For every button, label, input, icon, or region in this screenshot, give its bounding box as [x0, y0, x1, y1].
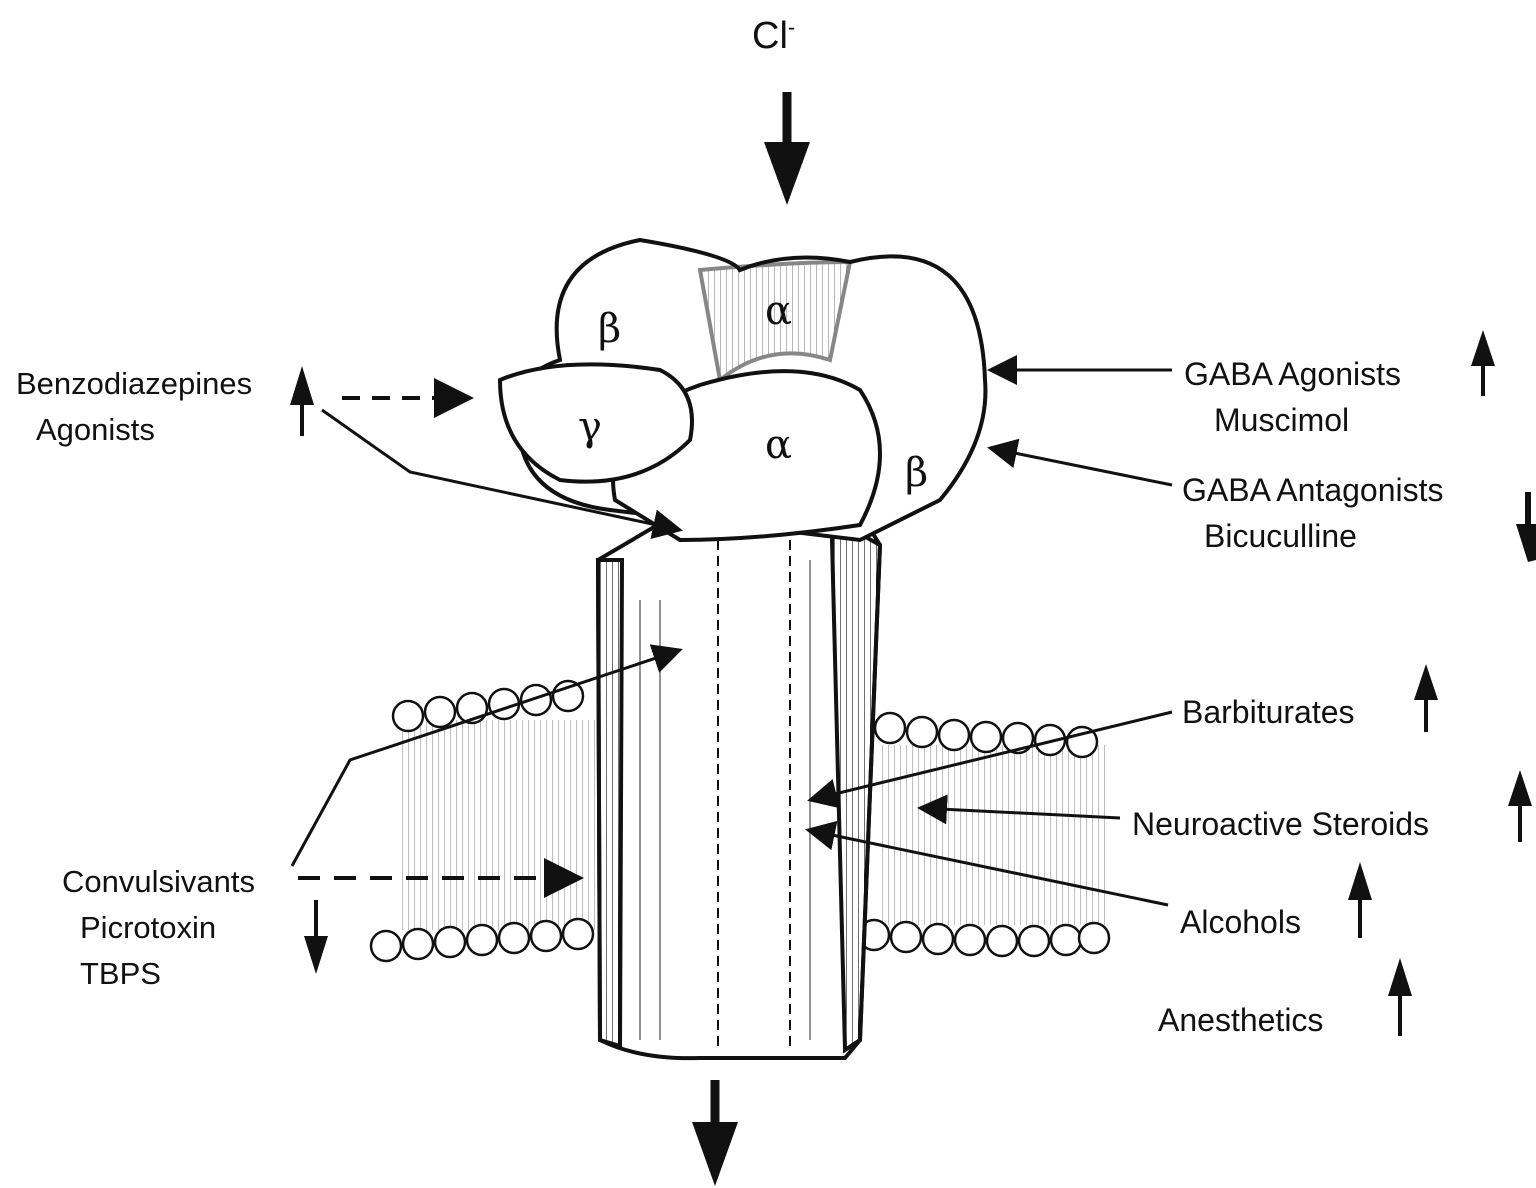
gaba-antagonists-pointer	[990, 448, 1172, 485]
benzodiazepines-sub-label: Agonists	[36, 412, 155, 449]
anesthetics-label: Anesthetics	[1158, 1002, 1323, 1040]
membrane-bilayer-right	[859, 713, 1109, 956]
subunit-beta-right: β	[905, 450, 928, 496]
subunit-beta-left: β	[598, 306, 621, 352]
ion-flow-in-arrow	[764, 92, 810, 205]
convulsivants-down-arrow	[304, 900, 328, 974]
gaba-antagonists-sub-label: Bicuculline	[1204, 518, 1357, 556]
chloride-ion-label: Cl-	[752, 14, 795, 59]
gaba-agonists-sub-label: Muscimol	[1214, 402, 1349, 440]
barbiturates-label: Barbiturates	[1182, 694, 1355, 732]
gaba-agonists-label: GABA Agonists	[1184, 356, 1401, 394]
gaba-agonists-up-arrow	[1471, 330, 1495, 396]
subunit-alpha-front: α	[765, 422, 792, 468]
picrotoxin-label: Picrotoxin	[80, 910, 216, 947]
neuroactive-steroids-label: Neuroactive Steroids	[1132, 806, 1429, 844]
barbiturates-up-arrow	[1414, 664, 1438, 732]
tbps-label: TBPS	[80, 956, 161, 993]
alcohols-up-arrow	[1348, 862, 1372, 938]
benzodiazepines-label: Benzodiazepines	[16, 366, 252, 403]
chloride-charge: -	[788, 14, 795, 39]
chloride-symbol: Cl	[752, 15, 788, 57]
ion-flow-out-arrow	[692, 1080, 738, 1186]
subunit-alpha-top: α	[765, 288, 792, 334]
subunit-gamma: γ	[578, 404, 602, 450]
membrane-bilayer-left	[371, 681, 598, 961]
alcohols-label: Alcohols	[1180, 904, 1301, 942]
gaba-antagonists-down-arrow	[1516, 492, 1536, 562]
gaba-antagonists-label: GABA Antagonists	[1182, 472, 1444, 510]
neuroactive-steroids-up-arrow	[1508, 770, 1532, 842]
convulsivants-label: Convulsivants	[62, 864, 255, 901]
anesthetics-up-arrow	[1388, 958, 1412, 1036]
benzodiazepines-up-arrow	[290, 366, 314, 436]
